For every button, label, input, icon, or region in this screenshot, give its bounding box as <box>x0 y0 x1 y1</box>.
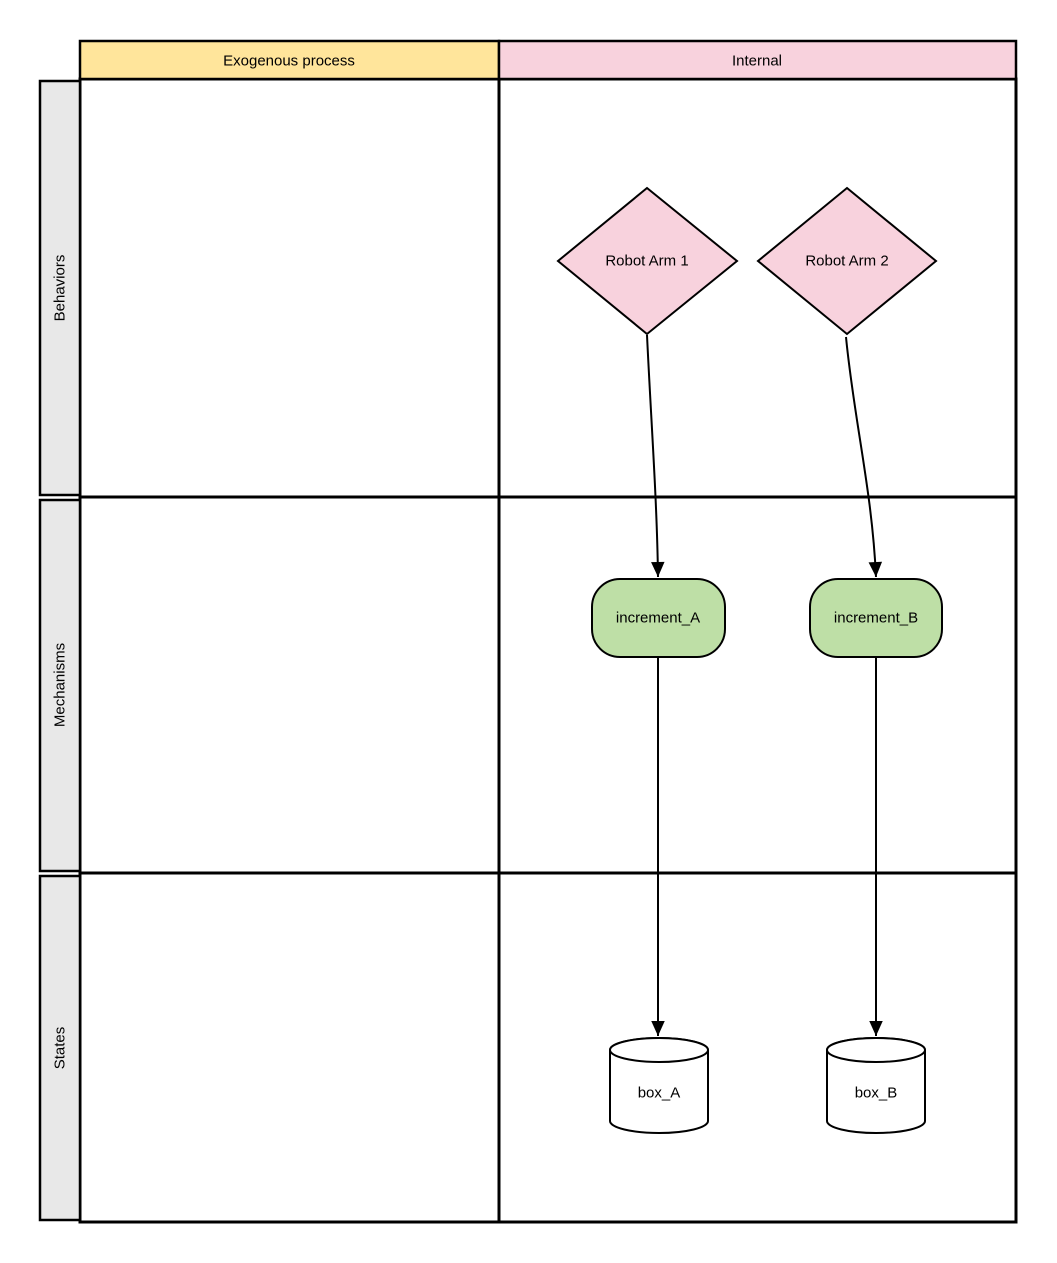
node-robot-arm-1[interactable]: Robot Arm 1 <box>556 186 739 336</box>
row-header-behaviors-label: Behaviors <box>52 255 69 322</box>
column-header-exogenous-process <box>78 39 501 81</box>
column-header-internal <box>497 39 1018 81</box>
column-header-internal-label: Internal <box>732 53 782 70</box>
node-box-b[interactable]: box_B <box>826 1037 926 1134</box>
row-header-states-label: States <box>52 1027 69 1070</box>
node-robot-arm-2[interactable]: Robot Arm 2 <box>756 186 938 336</box>
row-header-mechanisms-label: Mechanisms <box>52 643 69 727</box>
row-header-states <box>38 874 82 1222</box>
node-robot-arm-2-label: Robot Arm 2 <box>805 253 888 270</box>
node-box-a[interactable]: box_A <box>609 1037 709 1134</box>
robot-arm-1-diamond-shape[interactable] <box>556 186 739 336</box>
increment-b-rounded-shape[interactable] <box>809 578 943 658</box>
row-header-behaviors <box>38 79 82 497</box>
column-header-exogenous-process-label: Exogenous process <box>223 53 355 70</box>
edge-robot-arm-1-to-increment-a <box>646 334 665 578</box>
node-increment-a[interactable]: increment_A <box>591 578 726 658</box>
box-a-cylinder-top <box>609 1037 709 1063</box>
node-increment-a-label: increment_A <box>616 610 700 627</box>
node-box-a-label: box_A <box>638 1085 681 1102</box>
edge-robot-arm-2-to-increment-b <box>845 336 883 578</box>
box-b-cylinder-top <box>826 1037 926 1063</box>
node-increment-b[interactable]: increment_B <box>809 578 943 658</box>
row-header-mechanisms <box>38 498 82 873</box>
node-robot-arm-1-label: Robot Arm 1 <box>605 253 688 270</box>
node-box-b-label: box_B <box>855 1085 898 1102</box>
node-increment-b-label: increment_B <box>834 610 918 627</box>
robot-arm-2-diamond-shape[interactable] <box>756 186 938 336</box>
increment-a-rounded-shape[interactable] <box>591 578 726 658</box>
